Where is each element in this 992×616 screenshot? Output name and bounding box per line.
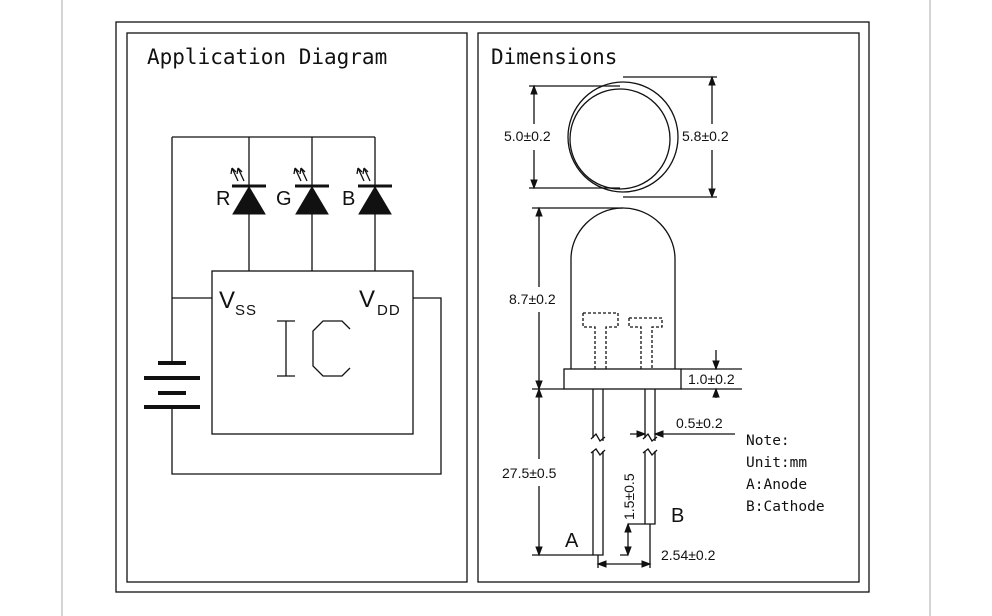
note-cathode: B:Cathode [746,499,825,515]
dim-flange-height: 1.0±0.2 [688,371,735,387]
ic-label-text: IC [312,339,336,366]
lead-a [590,389,606,556]
application-diagram-panel: Application Diagram R [126,32,468,583]
application-title: Application Diagram [147,45,387,69]
dim-lead-offset: 1.5±0.5 [621,473,637,520]
dim-outer-lines [623,76,717,198]
inner-lens-circle [569,88,671,190]
led-body-dome [570,207,676,369]
led-green: G [276,137,329,271]
dimensions-title: Dimensions [491,45,617,69]
dim-pitch-lines [597,524,651,568]
battery-symbol [144,361,200,409]
note-heading: Note: [746,433,790,449]
led-label-r: R [216,188,230,210]
note-unit: Unit:mm [746,455,807,471]
dim-body-height: 8.7±0.2 [509,291,556,307]
dim-flange-lines [681,350,742,398]
dim-lead-width: 0.5±0.2 [676,415,723,431]
application-panel-border [126,32,468,583]
led-label-b: B [342,188,355,210]
pin-label-a: A [565,530,579,552]
vss-subscript: SS [235,302,257,319]
dim-outer-diameter: 5.8±0.2 [682,128,729,144]
bottom-loop-wire [171,297,442,475]
led-red: R [216,137,266,271]
ic-box [211,270,414,435]
led-label-g: G [276,188,292,210]
led-flange [563,368,682,390]
dim-inner-diameter: 5.0±0.2 [504,128,551,144]
leadframe-dashed [582,312,663,369]
ic-label-glyph [277,320,351,377]
dimensions-panel: Dimensions 5.0±0.2 5.8±0.2 [477,32,860,583]
lead-b [642,389,658,525]
vdd-subscript: DD [377,302,401,319]
outer-rim-circle [567,81,679,193]
dim-pitch: 2.54±0.2 [661,547,716,563]
dim-inner-lines [529,85,620,189]
note-anode: A:Anode [746,477,807,493]
dim-lead-offset-lines [620,523,645,556]
notes-block: Note: Unit:mm A:Anode B:Cathode [746,433,825,515]
dimensions-panel-border [477,32,860,583]
led-blue: B [342,137,392,271]
pin-label-b: B [671,505,684,527]
vdd-label: V [359,286,375,313]
dim-body-lines [532,207,623,390]
dim-lead-length-lines [532,389,593,556]
outer-frame [115,21,870,593]
dim-lead-length: 27.5±0.5 [502,465,557,481]
vss-label: V [219,287,235,314]
